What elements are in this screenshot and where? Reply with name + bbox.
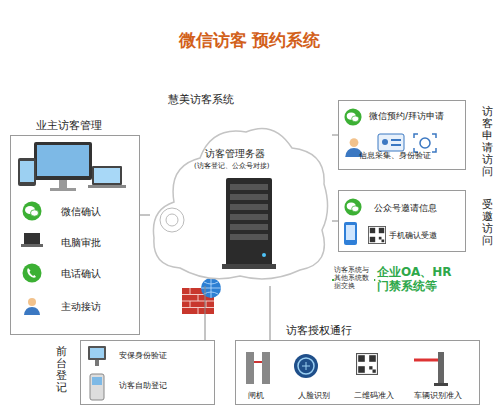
wechat-icon [344, 198, 361, 215]
cloud-outline [150, 118, 332, 286]
gate-icon [246, 352, 270, 384]
server-icon [222, 178, 276, 269]
cloud-outline [153, 128, 327, 279]
phone-icon [23, 264, 42, 283]
node-text: 信息采集、身份验证 [359, 151, 431, 161]
node-text: 主动接访 [61, 301, 101, 313]
node-text: 电脑审批 [61, 237, 101, 249]
face-scan-icon [414, 134, 436, 152]
person-icon [24, 298, 40, 315]
node-text: 公众号邀请信息 [374, 203, 437, 214]
node-text: 二维码准入 [354, 391, 394, 400]
car-barrier-icon [414, 352, 448, 386]
node-text: 手机确认受邀 [389, 231, 437, 241]
connector [140, 215, 150, 216]
wechat-icon [23, 202, 42, 221]
diagram-title: 微信访客 预约系统 [0, 30, 499, 50]
group-box: 访客授权通行闸机人脸识别二维码准入车辆识别准入 [235, 340, 480, 405]
qr-icon [368, 226, 385, 243]
node-text: 访客管理务器 [205, 148, 265, 160]
laptop-icon [21, 233, 43, 247]
node-text: 闸机 [248, 391, 264, 400]
node-text: 人脸识别 [298, 391, 330, 400]
id-card-icon [378, 134, 404, 151]
cloud-rings [160, 208, 184, 232]
node-text: (访客登记、公众号对接) [194, 162, 269, 170]
node-text: 微信预约/拜访申请 [369, 111, 444, 122]
group-box: 微信预约/拜访申请信息采集、身份验证访客申请访问 [338, 100, 466, 170]
heading-text: 访客授权通行 [286, 324, 352, 337]
heading-text: 访客申请访问 [482, 106, 493, 179]
group-box: 业主访客管理微信确认电脑审批电话确认主动接访 [10, 135, 140, 335]
node-text: 电话确认 [61, 268, 101, 280]
kiosk-icon [88, 346, 106, 366]
qr-icon [357, 354, 378, 375]
face-icon [294, 354, 318, 378]
connector [270, 286, 271, 340]
firewall-icon [182, 278, 221, 314]
group-box: 公众号邀请信息手机确认受邀受邀访问 [338, 190, 466, 252]
device-picture [18, 142, 126, 191]
heading-text: 业主访客管理 [36, 119, 102, 132]
mobile-icon [344, 222, 357, 245]
system-label: 慧美访客系统 [168, 93, 234, 106]
wechat-icon [344, 108, 361, 125]
heading-text: 受邀访问 [482, 199, 493, 247]
connector [205, 286, 206, 340]
text-node: 企业OA、HR 门禁系统等 [375, 262, 470, 300]
kiosk-icon [90, 374, 104, 400]
node-text: 企业OA、HR 门禁系统等 [377, 265, 467, 294]
node-text: 安保身份验证 [119, 351, 167, 361]
heading-text: 前台登记 [56, 346, 67, 394]
node-text: 访客自助登记 [119, 381, 167, 391]
group-box: 前台登记安保身份验证访客自助登记 [80, 340, 215, 405]
edge-label: 访客系统与其他系统数据交换 [334, 266, 374, 290]
node-text: 微信确认 [61, 206, 101, 218]
cloud-node: 访客管理务器 (访客登记、公众号对接) [150, 118, 332, 286]
node-text: 车辆识别准入 [414, 391, 462, 400]
